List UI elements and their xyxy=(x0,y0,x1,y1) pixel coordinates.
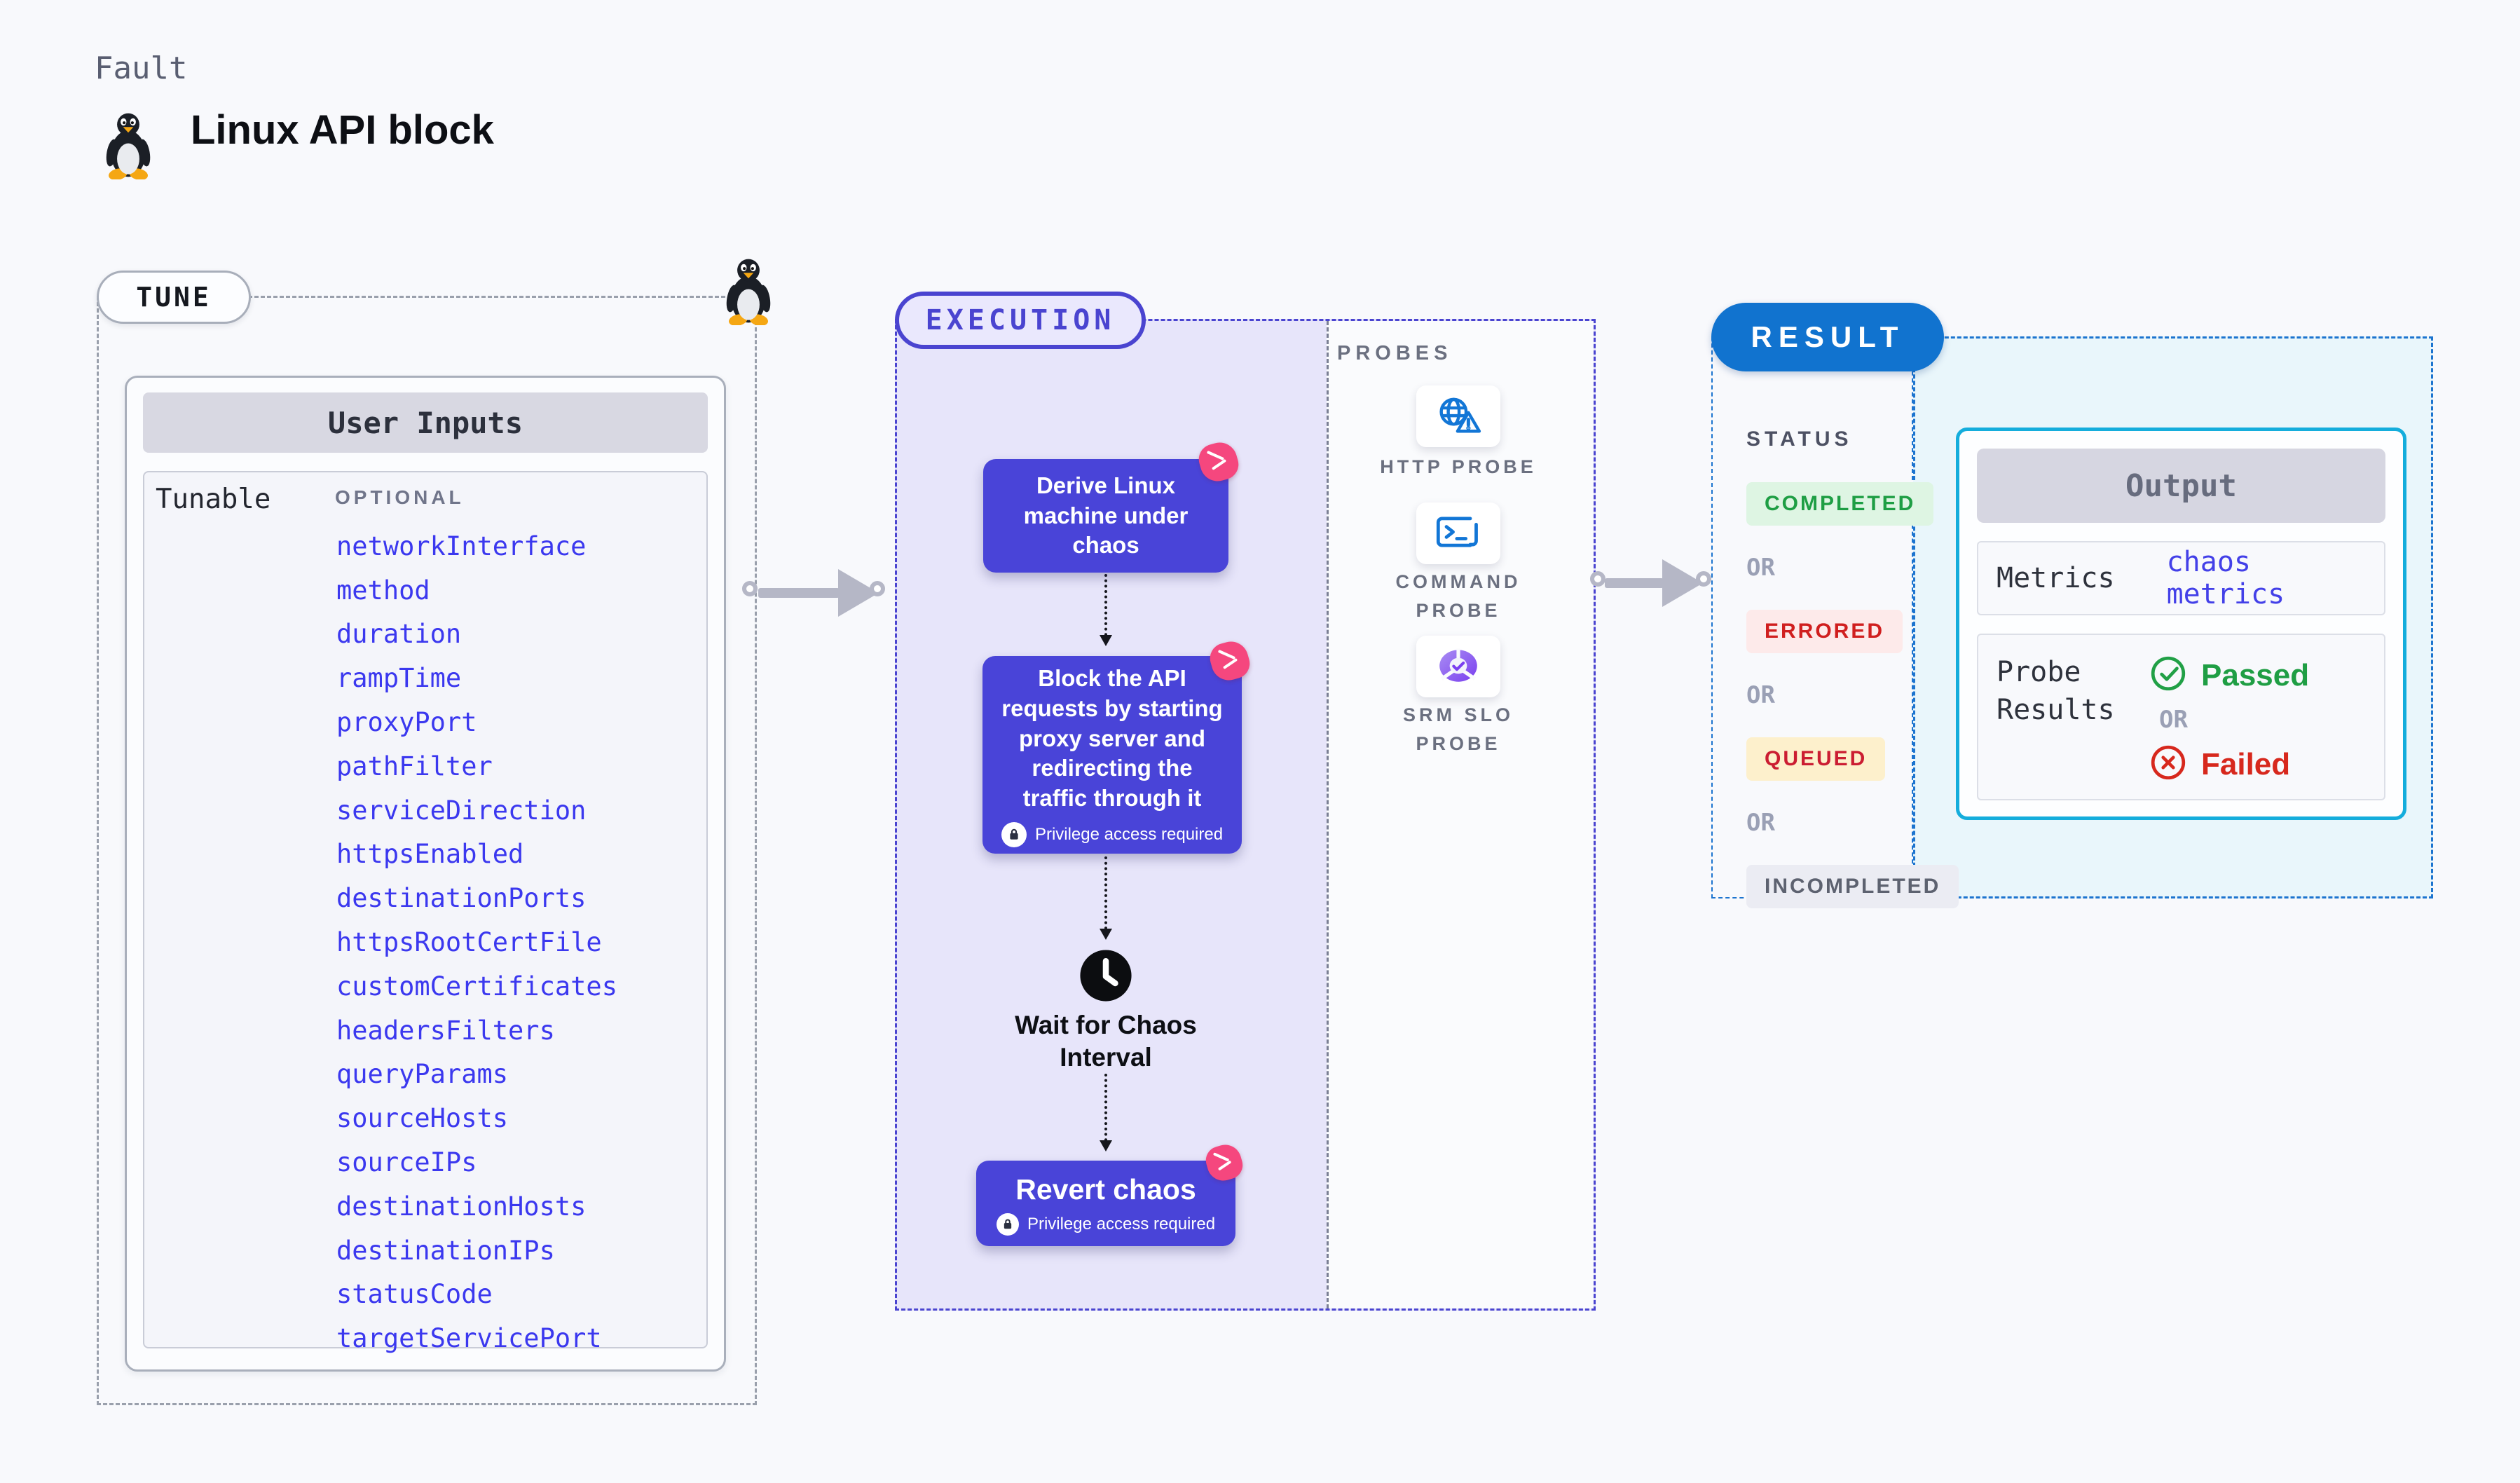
connector-end-dot xyxy=(870,581,885,596)
tunable-param-sourceIPs: sourceIPs xyxy=(336,1147,477,1178)
probes-to-result-arrow xyxy=(1605,578,1664,588)
tunable-param-statusCode: statusCode xyxy=(336,1279,493,1310)
tunable-param-destinationPorts: destinationPorts xyxy=(336,883,587,914)
status-badge-queued: QUEUED xyxy=(1746,737,1886,781)
connector-start-dot xyxy=(742,581,758,596)
tunable-param-rampTime: rampTime xyxy=(336,663,462,694)
probes-to-result-arrowhead xyxy=(1662,559,1703,607)
status-badge-errored: ERRORED xyxy=(1746,610,1903,653)
command-probe-card xyxy=(1416,503,1500,564)
http-probe-label: HTTP PROBE xyxy=(1380,456,1537,477)
tunable-param-duration: duration xyxy=(336,619,462,650)
execution-badge: EXECUTION xyxy=(895,292,1146,349)
status-badge-list: COMPLETED OR ERRORED OR QUEUED OR INCOMPLETED xyxy=(1746,482,1959,908)
wait-chaos-interval-label: Wait for Chaos Interval xyxy=(1015,1011,1197,1072)
http-probe-card xyxy=(1416,385,1500,447)
node-revert-text: Revert chaos xyxy=(1015,1173,1196,1206)
node-revert-chaos: Revert chaos Privilege access required xyxy=(976,1161,1235,1246)
or-separator: OR xyxy=(1746,809,1775,837)
tunable-param-headersFilters: headersFilters xyxy=(336,1015,555,1046)
connector-start-dot xyxy=(1590,571,1605,587)
status-title: STATUS xyxy=(1746,428,1853,451)
tunable-param-list: networkInterface method duration rampTime pr… xyxy=(336,524,701,1360)
status-badge-completed: COMPLETED xyxy=(1746,482,1934,526)
tunable-param-proxyPort: proxyPort xyxy=(336,707,477,738)
user-inputs-panel xyxy=(143,471,708,1348)
privilege-badge-label: Privilege access required xyxy=(1034,825,1224,845)
status-badge-incompleted: INCOMPLETED xyxy=(1746,865,1959,908)
tunable-param-httpsRootCertFile: httpsRootCertFile xyxy=(336,927,602,958)
flow-connector-2 xyxy=(1100,856,1112,940)
tux-penguin-icon xyxy=(102,111,154,180)
tunable-param-networkInterface: networkInterface xyxy=(336,531,587,561)
node-block-api: Block the API requests by starting proxy… xyxy=(982,656,1242,854)
failed-label: Failed xyxy=(2201,746,2291,781)
passed-label: Passed xyxy=(2201,657,2310,692)
metrics-row: Metrics chaos metrics xyxy=(1977,541,2385,615)
privilege-badge: Privilege access required xyxy=(1001,822,1224,848)
or-separator: OR xyxy=(1746,681,1775,709)
metrics-label: Metrics xyxy=(1997,562,2115,594)
or-separator: OR xyxy=(1746,554,1775,582)
probe-result-failed: Failed xyxy=(2149,744,2309,785)
metrics-value: chaos metrics xyxy=(2166,546,2285,610)
tunable-param-destinationIPs: destinationIPs xyxy=(336,1235,555,1266)
tunable-param-customCertificates: customCertificates xyxy=(336,971,617,1002)
node-block-text: Block the API requests by starting proxy… xyxy=(1001,664,1223,812)
tunable-param-serviceDirection: serviceDirection xyxy=(336,795,587,826)
tune-badge: TUNE xyxy=(97,271,251,324)
command-probe-label: COMMAND PROBE xyxy=(1395,571,1521,621)
page-title: Linux API block xyxy=(191,107,494,153)
tunable-param-httpsEnabled: httpsEnabled xyxy=(336,839,524,870)
probes-panel xyxy=(1327,321,1594,1308)
srm-slo-probe-card xyxy=(1416,636,1500,697)
srm-slo-probe-label: SRM SLO PROBE xyxy=(1402,704,1514,754)
or-separator: OR xyxy=(2159,706,2188,734)
node-derive-machine: Derive Linux machine under chaos xyxy=(983,459,1228,573)
slo-donut-check-icon xyxy=(1435,642,1481,692)
optional-label: OPTIONAL xyxy=(335,486,465,508)
privilege-badge: Privilege access required xyxy=(996,1212,1216,1236)
probe-results-values: Passed OR Failed xyxy=(2149,655,2309,781)
terminal-icon xyxy=(1434,514,1482,554)
check-circle-icon xyxy=(2149,655,2187,696)
connector-end-dot xyxy=(1696,571,1711,587)
tux-penguin-corner-icon xyxy=(722,257,775,326)
clock-icon xyxy=(1078,948,1133,1003)
fault-kicker: Fault xyxy=(95,50,188,86)
probes-title: PROBES xyxy=(1337,342,1453,364)
tune-to-execution-arrow xyxy=(758,588,840,598)
tunable-param-destinationHosts: destinationHosts xyxy=(336,1191,587,1222)
user-inputs-title: User Inputs xyxy=(143,392,708,453)
tunable-row-label: Tunable xyxy=(156,484,271,515)
tunable-param-queryParams: queryParams xyxy=(336,1059,509,1090)
lock-icon xyxy=(996,1212,1019,1236)
probe-result-passed: Passed xyxy=(2149,655,2309,696)
tunable-param-targetServicePort: targetServicePort xyxy=(336,1323,602,1354)
globe-alert-icon xyxy=(1433,393,1484,440)
output-header: Output xyxy=(1977,449,2385,523)
x-circle-icon xyxy=(2149,744,2187,785)
flow-connector-3 xyxy=(1100,1074,1112,1151)
privilege-badge-label: Privilege access required xyxy=(1027,1214,1216,1233)
probe-results-label: Probe Results xyxy=(1997,656,2115,726)
tunable-param-sourceHosts: sourceHosts xyxy=(336,1103,509,1134)
node-derive-text: Derive Linux machine under chaos xyxy=(1023,472,1189,559)
probe-results-row: Probe Results Passed OR xyxy=(1977,634,2385,800)
result-badge: RESULT xyxy=(1711,303,1944,371)
tunable-param-method: method xyxy=(336,575,430,606)
tune-section-box xyxy=(97,296,757,1405)
lock-icon xyxy=(1001,822,1027,848)
tunable-param-pathFilter: pathFilter xyxy=(336,751,493,781)
flow-connector-1 xyxy=(1100,574,1112,646)
